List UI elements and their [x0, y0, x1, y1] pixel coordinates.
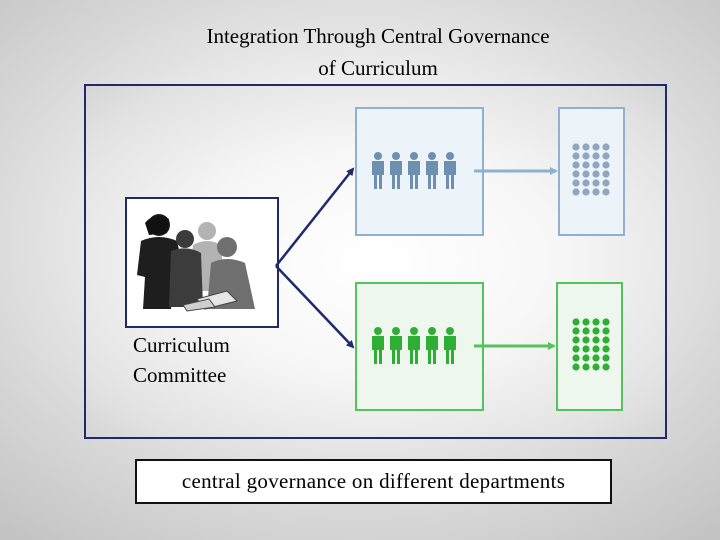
dot-grid-icon-top	[572, 143, 610, 196]
footer-caption-box: central governance on different departme…	[135, 459, 612, 504]
committee-label-line-1: Curriculum	[133, 333, 230, 357]
connector-to-bottom-dept	[275, 265, 355, 349]
meeting-people-icon	[137, 214, 255, 312]
result-box-bottom	[556, 282, 623, 411]
people-group-icon-top	[372, 152, 456, 189]
result-box-top	[558, 107, 625, 236]
connector-to-top-dept	[275, 167, 355, 267]
committee-label: Curriculum Committee	[133, 330, 230, 390]
title-line-1: Integration Through Central Governance	[206, 24, 550, 48]
dot-grid-icon-bottom	[572, 318, 610, 371]
footer-caption: central governance on different departme…	[181, 469, 566, 493]
people-group-icon-bottom	[372, 327, 456, 364]
diagram-title: Integration Through Central Governance o…	[100, 20, 656, 84]
committee-label-line-2: Committee	[133, 363, 227, 387]
title-line-2: of Curriculum	[318, 56, 438, 80]
